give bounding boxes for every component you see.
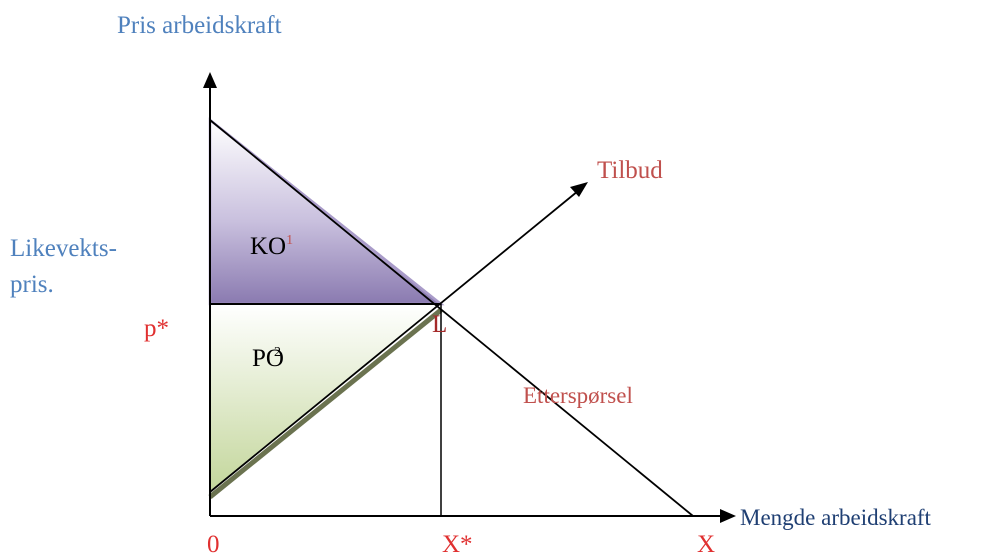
consumer-surplus-label: KO1 xyxy=(250,233,293,260)
demand-label: Etterspørsel xyxy=(523,383,633,408)
demand-curve xyxy=(209,119,694,517)
x-end-label: X xyxy=(697,531,715,558)
p-star-label: p* xyxy=(144,315,169,342)
producer-surplus-edge xyxy=(208,308,443,499)
y-axis-title: Pris arbeidskraft xyxy=(117,12,282,39)
consumer-surplus-sup: 1 xyxy=(286,233,293,248)
producer-surplus-label: PO2 xyxy=(252,345,284,372)
x-axis-title: Mengde arbeidskraft xyxy=(740,505,932,530)
equilibrium-price-label-1: Likevekts- xyxy=(10,235,117,262)
equilibrium-price-label-2: pris. xyxy=(10,271,54,298)
point-l-label: L xyxy=(432,311,447,338)
producer-surplus-sup: 2 xyxy=(274,345,281,360)
supply-arrowhead xyxy=(570,182,588,197)
y-axis-arrowhead xyxy=(203,72,217,88)
supply-curve xyxy=(209,190,579,493)
x-star-label: X* xyxy=(442,531,473,558)
origin-label: 0 xyxy=(207,531,220,558)
supply-label: Tilbud xyxy=(597,157,663,184)
x-axis-arrowhead xyxy=(720,509,736,523)
